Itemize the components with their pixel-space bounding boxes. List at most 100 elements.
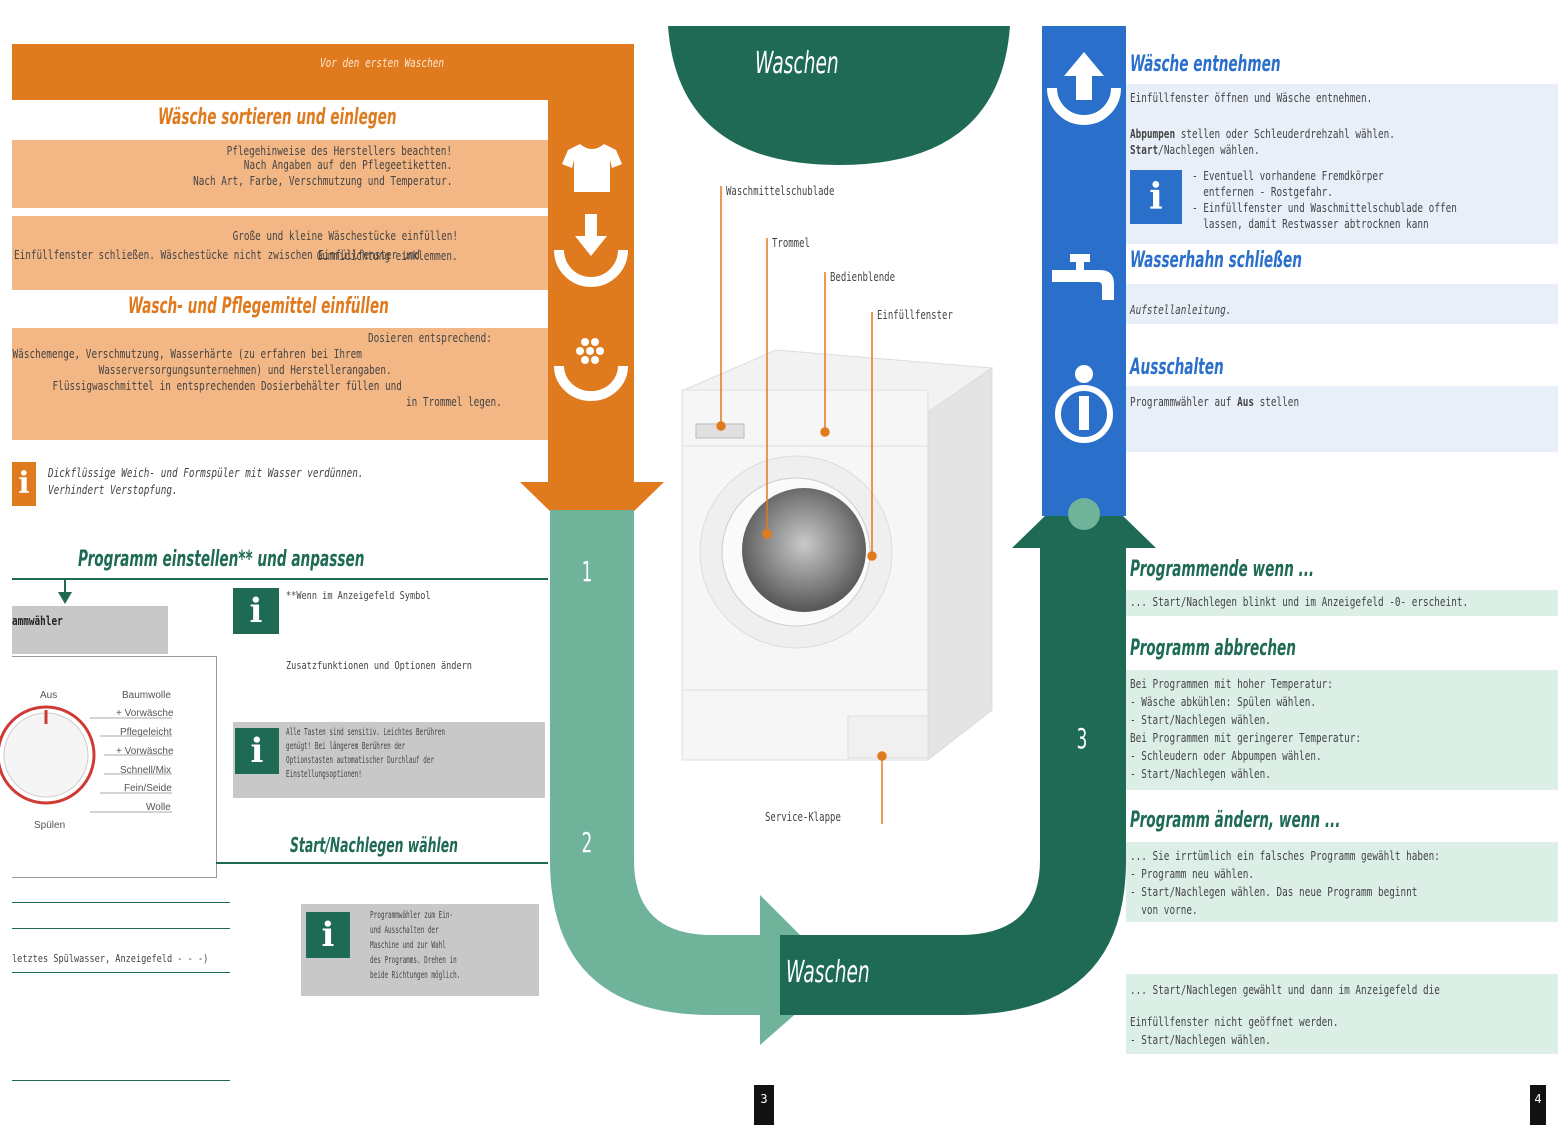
tap-title: Wasserhahn schließen: [1130, 248, 1302, 273]
touch-note-4: Einstellungsoptionen!: [286, 769, 362, 780]
selector-label: ammwähler: [12, 614, 63, 628]
off-title: Ausschalten: [1130, 355, 1224, 380]
sort-box: [12, 140, 548, 208]
step-2: 2: [581, 826, 593, 859]
info-note-1: Dickflüssige Weich- und Formspüler mit W…: [48, 466, 364, 480]
sort-line-1: Pflegehinweise des Herstellers beachten!: [226, 144, 452, 158]
dial-baumwolle: Baumwolle: [122, 690, 171, 701]
detergent-line-4: Flüssigwaschmittel in entsprechenden Dos…: [52, 379, 402, 393]
bottom-box: [1126, 974, 1558, 1054]
divider: [12, 578, 548, 580]
page-number-right: 4: [1530, 1085, 1546, 1125]
start-note-2: und Ausschalten der: [370, 925, 439, 936]
dial-pflegeleicht: Pflegeleicht: [120, 727, 172, 738]
unload-arrow-icon: [1047, 52, 1121, 125]
remove-title: Wäsche entnehmen: [1130, 52, 1281, 77]
remove-line-3b: /Nachlegen wählen.: [1158, 143, 1260, 157]
callout-lines: [716, 186, 887, 824]
cancel-title: Programm abbrechen: [1130, 636, 1297, 661]
touch-note-3: Optionstasten automatischer Durchlauf de…: [286, 755, 435, 766]
cancel-line-1: Bei Programmen mit hoher Temperatur:: [1130, 677, 1333, 691]
dial-fein-seide: Fein/Seide: [124, 783, 172, 794]
end-box: [1126, 590, 1558, 616]
dial-wolle: Wolle: [146, 802, 171, 813]
bottom-line-3: - Start/Nachlegen wählen.: [1130, 1033, 1271, 1047]
start-title: Start/Nachlegen wählen: [290, 833, 458, 857]
remove-line-2b: stellen oder Schleuderdrehzahl wählen.: [1175, 127, 1395, 141]
tap-box: [1126, 284, 1558, 324]
page-number-left: 3: [754, 1085, 774, 1125]
change-title: Programm ändern, wenn ...: [1130, 808, 1341, 833]
detergent-title: Wasch- und Pflegemittel einfüllen: [128, 294, 389, 319]
callout-drum: Trommel: [772, 236, 810, 250]
start-note-4: des Programms. Drehen in: [370, 955, 457, 966]
start-note-3: Maschine und zur Wahl: [370, 940, 446, 951]
start-note-5: beide Richtungen möglich.: [370, 970, 461, 981]
note-options: Zusatzfunktionen und Optionen ändern: [286, 659, 472, 672]
off-line-a: Programmwähler auf: [1130, 395, 1238, 409]
info-icon: i: [1130, 170, 1182, 224]
arrow-down-icon: [58, 592, 72, 604]
remove-info-3: - Einfüllfenster und Waschmittelschublad…: [1192, 201, 1457, 215]
bottom-line-2: Einfüllfenster nicht geöffnet werden.: [1130, 1015, 1339, 1029]
cancel-line-4: Bei Programmen mit geringerer Temperatur…: [1130, 731, 1362, 745]
cancel-box: [1126, 670, 1558, 790]
rinse-label: letztes Spülwasser, Anzeigefeld - - -): [12, 952, 209, 965]
change-box: [1126, 842, 1558, 922]
detergent-line-2: Wäschemenge, Verschmutzung, Wasserhärte …: [12, 347, 362, 361]
dial-spuelen: Spülen: [34, 820, 66, 831]
remove-line-2a: Abpumpen: [1130, 127, 1176, 141]
callout-service: Service-Klappe: [765, 810, 841, 824]
washing-machine-illustration: [681, 349, 994, 762]
top-title: Waschen: [755, 46, 839, 81]
off-box: [1126, 386, 1558, 452]
note-symbol: **Wenn im Anzeigefeld Symbol: [286, 589, 431, 602]
dial-schnell-mix: Schnell/Mix: [120, 765, 172, 776]
sort-title: Wäsche sortieren und einlegen: [158, 105, 397, 130]
callout-panel: Bedienblende: [830, 270, 896, 284]
callout-drawer: Waschmittelschublade: [726, 184, 835, 198]
program-dial[interactable]: [0, 680, 100, 830]
power-off-icon: [1055, 365, 1113, 443]
remove-line-1: Einfüllfenster öffnen und Wäsche entnehm…: [1130, 91, 1373, 105]
info-note-2: Verhindert Verstopfung.: [48, 483, 178, 497]
change-line-2: - Programm neu wählen.: [1130, 867, 1254, 881]
step-1: 1: [581, 555, 593, 588]
load-line-3: Gummidichtung einklemmen.: [317, 249, 458, 263]
sort-line-3: Nach Art, Farbe, Verschmutzung und Tempe…: [192, 174, 452, 188]
load-box: [12, 216, 548, 290]
off-line-b: Aus: [1237, 395, 1254, 409]
info-icon: i: [12, 462, 36, 506]
cancel-line-3: - Start/Nachlegen wählen.: [1130, 713, 1271, 727]
remove-info-4: lassen, damit Restwasser abtrocknen kann: [1192, 217, 1429, 231]
detergent-line-1: Dosieren entsprechend:: [368, 331, 492, 345]
start-note-1: Programmwähler zum Ein-: [370, 910, 454, 921]
dial-aus: Aus: [40, 690, 58, 701]
change-line-4: von vorne.: [1130, 903, 1198, 917]
touch-note-1: Alle Tasten sind sensitiv. Leichtes Berü…: [286, 727, 445, 738]
remove-box: [1126, 84, 1558, 244]
detergent-line-3: Wasserversorgungsunternehmen) und Herste…: [98, 363, 392, 377]
load-line-1: Große und kleine Wäschestücke einfüllen!: [232, 229, 458, 243]
remove-info-2: entfernen - Rostgefahr.: [1192, 185, 1333, 199]
dial-vorwaesche-2: + Vorwäsche: [116, 746, 174, 757]
step-3: 3: [1076, 722, 1088, 755]
detergent-line-5: in Trommel legen.: [406, 395, 502, 409]
tap-line: Aufstellanleitung.: [1130, 303, 1232, 317]
dial-vorwaesche-1: + Vorwäsche: [116, 708, 174, 719]
shirt-icon: [562, 144, 622, 192]
cancel-line-5: - Schleudern oder Abpumpen wählen.: [1130, 749, 1322, 763]
remove-line-3a: Start: [1130, 143, 1159, 157]
tap-icon: [1052, 254, 1114, 300]
cancel-line-2: - Wäsche abkühlen: Spülen wählen.: [1130, 695, 1316, 709]
sort-line-2: Nach Angaben auf den Pflegeetiketten.: [243, 158, 452, 172]
bottom-line-1: ... Start/Nachlegen gewählt und dann im …: [1130, 983, 1440, 997]
detergent-box: [12, 328, 548, 440]
info-icon: i: [233, 588, 279, 634]
end-title: Programmende wenn ...: [1130, 557, 1315, 582]
callout-door: Einfüllfenster: [877, 308, 953, 322]
info-icon: i: [235, 728, 279, 774]
change-line-1: ... Sie irrtümlich ein falsches Programm…: [1130, 849, 1440, 863]
header-band-text: Vor den ersten Waschen: [320, 56, 444, 70]
load-line-2: Einfüllfenster schließen. Wäschestücke n…: [14, 248, 420, 262]
